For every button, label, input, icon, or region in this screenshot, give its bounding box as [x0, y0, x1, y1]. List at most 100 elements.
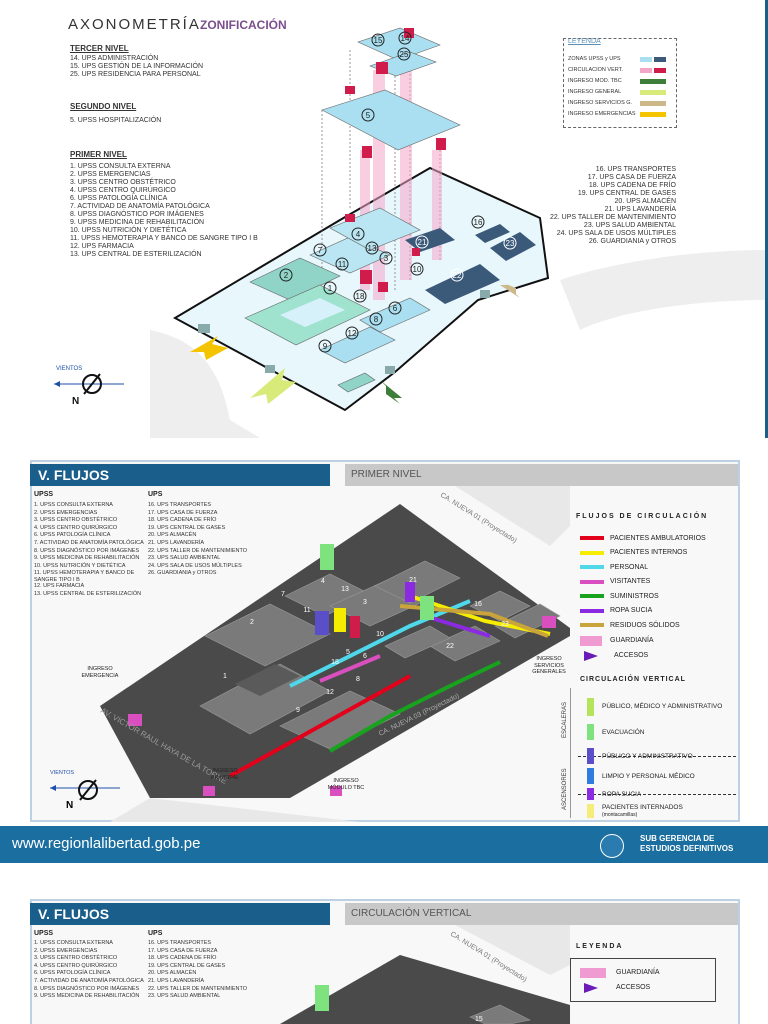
legend-item: PACIENTES INTERNOS: [580, 546, 730, 561]
road-shape: [560, 250, 768, 330]
list-item: 9. UPSS MEDICINA DE REHABILITACIÓN: [70, 219, 205, 226]
list-item: 2. UPSS EMERGENCIAS: [70, 171, 151, 178]
list-item: 4. UPSS CENTRO QUIRÚRGICO: [34, 962, 118, 969]
flow-suministros: [328, 660, 501, 753]
svg-text:8: 8: [356, 676, 360, 683]
list-item: 13. UPS CENTRAL DE ESTERILIZACIÓN: [70, 251, 202, 258]
guardhouse: [330, 786, 342, 796]
list-item: 21. UPS LAVANDERÍA: [148, 977, 205, 984]
stair-core: [420, 596, 434, 620]
list-item: 18. UPS CADENA DE FRÍO: [588, 182, 676, 189]
list-item: 1. UPSS CONSULTA EXTERNA: [34, 940, 113, 946]
list-item: 16. UPS TRANSPORTES: [148, 502, 212, 508]
vertical-core: [432, 150, 442, 260]
legend-item: ACCESOS: [580, 649, 730, 664]
svg-text:5: 5: [366, 111, 371, 120]
vertical-site-plan: 15 CA. NUEVA 01 (Proyectado): [280, 925, 570, 1024]
svg-text:18: 18: [356, 292, 365, 301]
legend-items: ZONAS UPSS y UPS CIRCULACION VERT. INGRE…: [568, 56, 674, 122]
svg-text:7: 7: [281, 591, 285, 598]
svg-text:1: 1: [223, 673, 227, 680]
legend-item: INGRESO SERVICIOS G.: [568, 100, 674, 111]
zone-block: [319, 326, 396, 364]
legend-item: VISITANTES: [580, 575, 730, 590]
svg-text:2: 2: [284, 271, 289, 280]
legend-item: CIRCULACION VERT.: [568, 67, 674, 78]
guardhouse: [480, 290, 490, 298]
svg-text:14: 14: [401, 34, 410, 43]
svg-text:5: 5: [346, 649, 350, 656]
legend-item: EVACUACIÓN: [587, 720, 737, 744]
vertical-core: [400, 60, 412, 280]
list-item: 19. UPS CENTRAL DE GASES: [577, 190, 676, 197]
list-item: 24. UPS SALA DE USOS MÚLTIPLES: [556, 230, 676, 237]
list-item: 4. UPSS CENTRO QUIRÚRGICO: [70, 187, 176, 194]
wind-arrow-icon: [54, 381, 60, 387]
guardhouse: [128, 714, 142, 726]
list-item: 21. UPS LAVANDERÍA: [148, 539, 205, 546]
divider: [578, 756, 736, 757]
zone-block: [321, 89, 461, 151]
stair-core: [320, 544, 334, 570]
list-item: 9. UPSS MEDICINA DE REHABILITACIÓN: [34, 993, 140, 1000]
upss-title: UPSS: [34, 491, 54, 498]
arrow-ingreso-emergencias: [190, 336, 228, 360]
list-item: 10. UPSS NUTRICIÓN Y DIETÉTICA: [34, 562, 126, 569]
road-shape: [110, 798, 360, 822]
legend-item: PÚBLICO, MÉDICO Y ADMINISTRATIVO: [587, 694, 737, 720]
svg-text:10: 10: [376, 631, 384, 638]
arrow-icon: [584, 650, 598, 661]
svg-text:21: 21: [409, 577, 417, 584]
list-item: 21. UPS LAVANDERÍA: [604, 206, 676, 213]
flow-visitantes: [319, 654, 381, 683]
legend-item: INGRESO GENERAL: [568, 89, 674, 100]
upss-title: UPSS: [34, 930, 54, 937]
ingreso-servicios-label: INGRESO SERVICIOS GENERALES: [532, 656, 566, 675]
list-item: 10. UPSS NUTRICIÓN Y DIETÉTICA: [70, 227, 187, 234]
svg-text:23: 23: [501, 621, 509, 628]
legend-item: GUARDIANÍA: [580, 633, 730, 649]
legend-title: LEYENDA: [576, 943, 624, 950]
ingreso-emergencia-label: INGRESO EMERGENCIA: [81, 666, 119, 679]
elevator-core: [334, 608, 346, 632]
vertical-items: PÚBLICO, MÉDICO Y ADMINISTRATIVO EVACUAC…: [587, 694, 737, 820]
footer-url[interactable]: www.regionlalibertad.gob.pe: [12, 835, 201, 852]
list-item: 8. UPSS DIAGNÓSTICO POR IMÁGENES: [34, 547, 140, 554]
list-item: 20. UPS ALMACÉN: [148, 532, 197, 539]
list-item: 26. GUARDIANIA y OTROS: [148, 570, 217, 577]
ups-title: UPS: [148, 930, 163, 937]
list-item: 22. UPS TALLER DE MANTENIMIENTO: [549, 214, 676, 221]
segundo-nivel-title: SEGUNDO NIVEL: [70, 102, 137, 111]
list-item: 6. UPSS PATOLOGÍA CLÍNICA: [70, 195, 168, 202]
svg-text:16: 16: [474, 601, 482, 608]
section-title: CIRCULACIÓN VERTICAL: [345, 903, 738, 925]
zone-block: [329, 207, 421, 251]
north-label: N: [66, 800, 74, 811]
north-label: N: [72, 396, 80, 407]
zone-block: [249, 257, 341, 301]
list-item: 16. UPS TRANSPORTES: [148, 940, 212, 946]
svg-text:21: 21: [418, 238, 427, 247]
road-shape: [150, 330, 260, 438]
legend-item: SUMINISTROS: [580, 589, 730, 604]
primer-nivel-list: 1. UPSS CONSULTA EXTERNA 2. UPSS EMERGEN…: [70, 163, 258, 259]
section-title: PRIMER NIVEL: [345, 464, 738, 486]
list-item: 6. UPSS PATOLOGÍA CLÍNICA: [34, 532, 111, 539]
arrow-ingreso-general: [250, 368, 296, 404]
legend-item: GUARDIANÍA: [580, 965, 710, 980]
list-item: 19. UPS CENTRAL DE GASES: [148, 524, 226, 531]
legend: [563, 38, 677, 128]
ups-right-list: 16. UPS TRANSPORTES 17. UPS CASA DE FUER…: [540, 166, 676, 246]
list-item: 3. UPSS CENTRO OBSTÉTRICO: [34, 955, 118, 962]
list-item: 17. UPS CASA DE FUERZA: [148, 947, 218, 954]
ups-list: 16. UPS TRANSPORTES 17. UPS CASA DE FUER…: [148, 502, 268, 578]
elevator-core: [405, 582, 415, 602]
list-item: 2. UPSS EMERGENCIAS: [34, 947, 98, 954]
svg-text:13: 13: [341, 586, 349, 593]
svg-text:23: 23: [506, 239, 515, 248]
svg-text:25: 25: [400, 50, 409, 59]
list-item: 20. UPS ALMACÉN: [148, 970, 197, 977]
list-item: 7. ACTIVIDAD DE ANATOMÍA PATOLÓGICA: [70, 203, 210, 210]
svg-text:8: 8: [374, 315, 379, 324]
